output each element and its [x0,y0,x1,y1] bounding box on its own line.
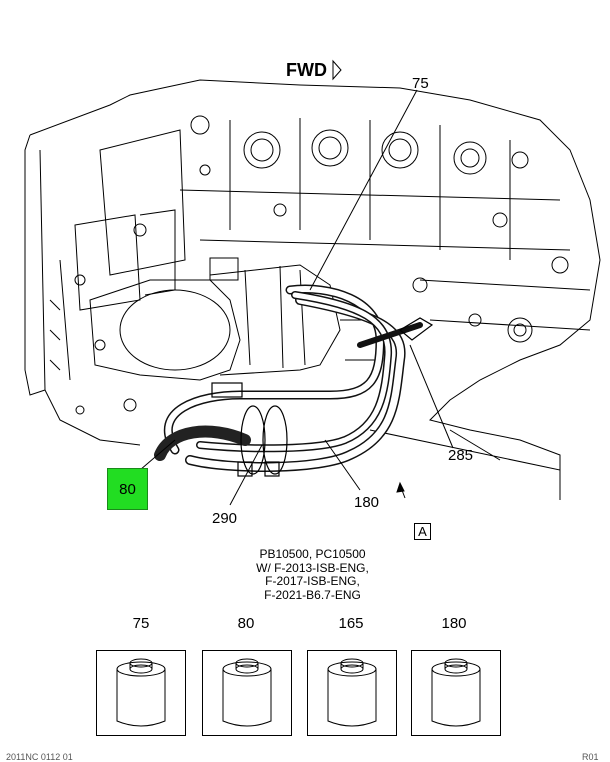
engine-illustration [24,59,601,506]
revision-label: R01 [582,752,599,762]
callout-75[interactable]: 75 [412,75,429,92]
sealant-can-icon [327,658,377,727]
applicability-note: PB10500, PC10500 W/ F-2013-ISB-ENG, F-20… [230,547,395,602]
sealant-can-icon [116,658,166,727]
part-thumbnail-165[interactable] [307,650,397,736]
callout-285[interactable]: 285 [448,447,474,464]
figure-id: 2011NC 0112 01 [6,752,73,762]
sealant-can-icon [222,658,272,727]
note-line: F-2021-B6.7-ENG [264,587,361,602]
view-label-box: A [414,523,431,540]
part-thumbnail-180[interactable] [411,650,501,736]
note-line: F-2017-ISB-ENG, [265,574,360,588]
part-number-label: 180 [441,615,467,632]
part-number-label: 165 [338,615,364,632]
part-thumbnail-80[interactable] [202,650,292,736]
part-thumbnail-75[interactable] [96,650,186,736]
callout-290[interactable]: 290 [212,510,238,527]
part-number-label: 75 [132,615,150,632]
part-number-label: 80 [237,615,255,632]
callout-80-highlighted[interactable]: 80 [107,468,148,510]
note-line: W/ F-2013-ISB-ENG, [256,560,369,575]
sealant-can-icon [431,658,481,727]
note-line: PB10500, PC10500 [259,547,366,561]
callout-180[interactable]: 180 [354,494,380,511]
forward-direction-label: FWD [286,60,327,80]
